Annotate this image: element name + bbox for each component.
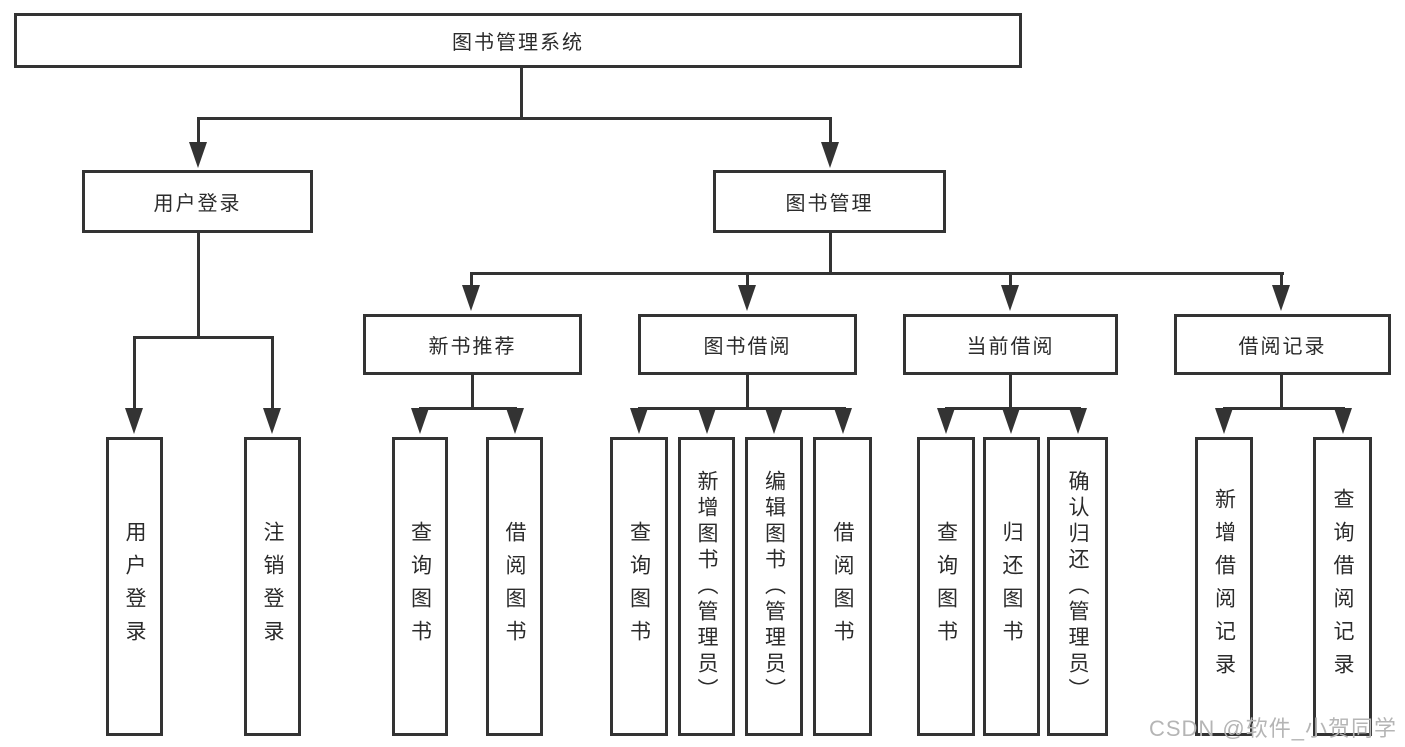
- watermark: CSDN @软件_小贺同学: [1148, 716, 1397, 741]
- node-book-management: 图书管理: [713, 170, 946, 233]
- arrow-down-icon: [1001, 285, 1019, 311]
- arrow-down-icon: [738, 285, 756, 311]
- connector-recommend-stem: [471, 375, 474, 409]
- arrow-down-icon: [189, 142, 207, 168]
- leaf-add-books-admin-label: 新增图书（管理员）: [695, 469, 718, 704]
- arrow-down-icon: [698, 408, 716, 434]
- node-user-login-label: 用户登录: [153, 193, 242, 215]
- leaf-return-books: 归还图书: [983, 437, 1040, 736]
- connector-branch-borrowing: [638, 407, 846, 410]
- leaf-add-borrow-record: 新增借阅记录: [1195, 437, 1253, 736]
- arrow-down-icon: [937, 408, 955, 434]
- arrow-down-icon: [630, 408, 648, 434]
- leaf-query-books-borrowing: 查询图书: [610, 437, 668, 736]
- node-book-borrowing: 图书借阅: [638, 314, 857, 375]
- leaf-query-borrow-record-label: 查询借阅记录: [1331, 487, 1354, 686]
- arrow-down-icon: [1215, 408, 1233, 434]
- arrow-down-icon: [1002, 408, 1020, 434]
- arrow-down-icon: [1334, 408, 1352, 434]
- node-book-management-label: 图书管理: [785, 193, 874, 215]
- connector-mgmt-stem: [829, 233, 832, 274]
- connector-drop-records: [1280, 272, 1283, 288]
- node-borrow-records-label: 借阅记录: [1238, 336, 1327, 358]
- arrow-down-icon: [462, 285, 480, 311]
- leaf-query-borrow-record: 查询借阅记录: [1313, 437, 1372, 736]
- leaf-query-books-borrowing-label: 查询图书: [627, 520, 651, 653]
- node-current-borrowing-label: 当前借阅: [966, 336, 1055, 358]
- leaf-borrow-books-borrowing-label: 借阅图书: [831, 520, 854, 653]
- leaf-query-books-current-label: 查询图书: [934, 520, 958, 653]
- connector-drop-leaf-login: [133, 336, 136, 410]
- leaf-borrow-books-borrowing: 借阅图书: [813, 437, 872, 736]
- connector-drop-leaf-logout: [271, 336, 274, 410]
- arrow-down-icon: [411, 408, 429, 434]
- leaf-confirm-return-admin-label: 确认归还（管理员）: [1066, 469, 1089, 704]
- leaf-confirm-return-admin: 确认归还（管理员）: [1047, 437, 1108, 736]
- leaf-query-books-recommend-label: 查询图书: [408, 520, 432, 653]
- connector-drop-borrowing: [746, 272, 749, 288]
- arrow-down-icon: [125, 408, 143, 434]
- node-root-label: 图书管理系统: [452, 32, 584, 54]
- connector-branch-recommend: [419, 407, 517, 410]
- connector-drop-user-login: [197, 117, 200, 147]
- node-book-borrowing-label: 图书借阅: [703, 336, 792, 358]
- leaf-add-borrow-record-label: 新增借阅记录: [1212, 487, 1236, 686]
- node-user-login: 用户登录: [82, 170, 313, 233]
- leaf-query-books-recommend: 查询图书: [392, 437, 448, 736]
- leaf-return-books-label: 归还图书: [1000, 520, 1023, 653]
- connector-root-stem: [520, 68, 523, 118]
- connector-borrowing-stem: [746, 375, 749, 409]
- node-new-book-recommend: 新书推荐: [363, 314, 582, 375]
- leaf-user-login-label: 用户登录: [123, 520, 146, 653]
- connector-branch-user: [133, 336, 274, 339]
- leaf-logout-label: 注销登录: [261, 520, 284, 653]
- node-borrow-records: 借阅记录: [1174, 314, 1391, 375]
- leaf-add-books-admin: 新增图书（管理员）: [678, 437, 735, 736]
- arrow-down-icon: [765, 408, 783, 434]
- node-current-borrowing: 当前借阅: [903, 314, 1118, 375]
- arrow-down-icon: [1069, 408, 1087, 434]
- leaf-edit-books-admin: 编辑图书（管理员）: [745, 437, 803, 736]
- connector-current-stem: [1009, 375, 1012, 409]
- arrow-down-icon: [263, 408, 281, 434]
- arrow-down-icon: [821, 142, 839, 168]
- arrow-down-icon: [1272, 285, 1290, 311]
- connector-branch-level3: [470, 272, 1284, 275]
- node-new-book-recommend-label: 新书推荐: [428, 336, 517, 358]
- leaf-query-books-current: 查询图书: [917, 437, 975, 736]
- connector-branch-records: [1223, 407, 1345, 410]
- leaf-logout: 注销登录: [244, 437, 301, 736]
- leaf-borrow-books-recommend: 借阅图书: [486, 437, 543, 736]
- connector-branch-level2: [197, 117, 832, 120]
- connector-drop-current: [1009, 272, 1012, 288]
- node-root: 图书管理系统: [14, 13, 1022, 68]
- leaf-edit-books-admin-label: 编辑图书（管理员）: [762, 469, 786, 704]
- connector-drop-recommend: [470, 272, 473, 288]
- connector-records-stem: [1280, 375, 1283, 409]
- leaf-borrow-books-recommend-label: 借阅图书: [503, 520, 526, 653]
- arrow-down-icon: [834, 408, 852, 434]
- leaf-user-login: 用户登录: [106, 437, 163, 736]
- connector-user-stem: [197, 233, 200, 338]
- arrow-down-icon: [506, 408, 524, 434]
- connector-drop-book-management: [829, 117, 832, 147]
